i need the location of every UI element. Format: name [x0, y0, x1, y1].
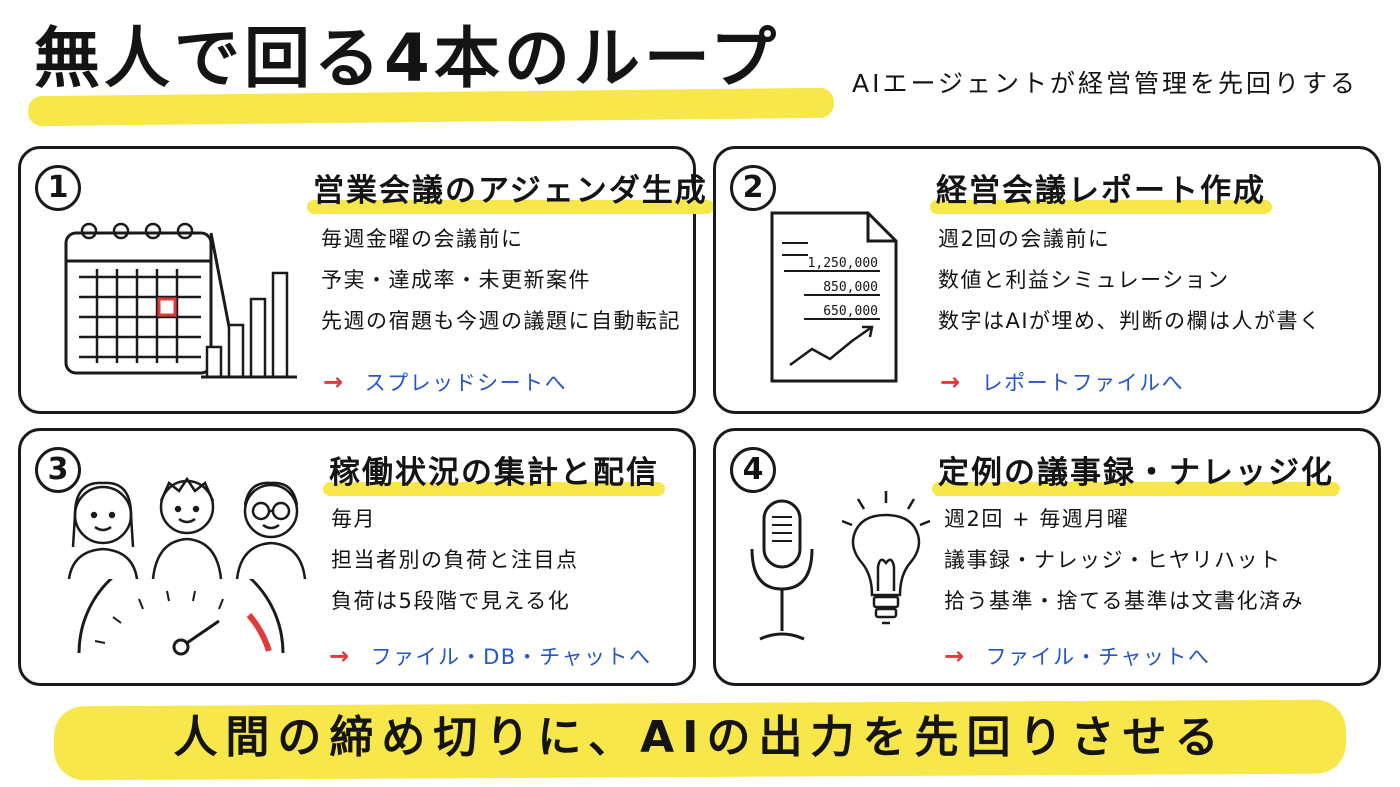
card-line: 先週の宿題も今週の議題に自動転記 — [321, 309, 681, 333]
card-link[interactable]: → ファイル・DB・チャットへ — [329, 641, 651, 671]
card-line: 毎週金曜の会議前に — [321, 227, 524, 251]
report-figure: 850,000 — [823, 280, 878, 295]
card-link-label: ファイル・DB・チャットへ — [370, 645, 652, 669]
card-line: 担当者別の負荷と注目点 — [331, 548, 579, 572]
card-line: 拾う基準・捨てる基準は文書化済み — [944, 589, 1304, 613]
card-lines: 毎月 担当者別の負荷と注目点 負荷は5段階で見える化 — [331, 499, 579, 622]
card-number: 1 — [35, 165, 81, 211]
loop-card-minutes: 4 定例の議事録・ナレッジ化 週2回 + 毎週月曜 議事録・ナレッジ・ヒヤリハッ… — [713, 428, 1381, 686]
loop-card-agenda: 1 営業会議のアジェンダ生成 毎週金曜の会議前に 予実・達成率・未更新案件 先週… — [18, 146, 714, 414]
report-figure: 1,250,000 — [808, 256, 878, 271]
card-link[interactable]: → スプレッドシートへ — [323, 367, 567, 397]
card-title-wrap: 定例の議事録・ナレッジ化 — [932, 447, 1340, 496]
card-title-wrap: 営業会議のアジェンダ生成 — [307, 165, 714, 214]
card-title-highlight — [323, 482, 665, 496]
card-link-label: レポートファイルへ — [981, 371, 1185, 395]
right-arrow-icon: → — [944, 642, 966, 670]
card-line: 週2回の会議前に — [938, 227, 1111, 251]
right-arrow-icon: → — [940, 368, 962, 396]
card-title-wrap: 稼働状況の集計と配信 — [323, 447, 665, 496]
card-lines: 週2回 + 毎週月曜 議事録・ナレッジ・ヒヤリハット 拾う基準・捨てる基準は文書… — [944, 499, 1304, 622]
card-title: 経営会議レポート作成 — [936, 173, 1266, 209]
report-figure: 650,000 — [823, 304, 878, 319]
card-link[interactable]: → ファイル・チャットへ — [944, 641, 1210, 671]
microphone-icon — [750, 499, 814, 641]
card-link[interactable]: → レポートファイルへ — [940, 367, 1184, 397]
people-icon — [67, 476, 307, 580]
card-title-highlight — [307, 200, 714, 214]
bar-chart-icon — [201, 271, 297, 379]
footer-tagline: 人間の締め切りに、AIの出力を先回りさせる — [173, 712, 1227, 763]
card-number: 2 — [730, 165, 776, 211]
gauge-icon — [77, 579, 285, 656]
card-title: 定例の議事録・ナレッジ化 — [938, 455, 1334, 491]
card-lines: 週2回の会議前に 数値と利益シミュレーション 数字はAIが埋め、判断の欄は人が書… — [938, 219, 1322, 342]
card-title-wrap: 経営会議レポート作成 — [930, 165, 1272, 214]
card-line: 毎月 — [331, 507, 376, 531]
right-arrow-icon: → — [329, 642, 351, 670]
card-line: 予実・達成率・未更新案件 — [321, 268, 591, 292]
card-line: 数値と利益シミュレーション — [938, 268, 1230, 292]
card-number: 4 — [730, 447, 776, 493]
lightbulb-icon — [841, 491, 931, 625]
card-number: 3 — [35, 447, 81, 493]
page-title: 無人で回る4本のループ — [34, 20, 780, 97]
card-title: 営業会議のアジェンダ生成 — [313, 173, 708, 209]
calendar-icon — [64, 222, 238, 375]
card-title: 稼働状況の集計と配信 — [329, 455, 659, 491]
card-link-label: ファイル・チャットへ — [985, 645, 1211, 669]
card-title-highlight — [930, 200, 1272, 214]
page-subtitle: AIエージェントが経営管理を先回りする — [852, 69, 1358, 98]
card-line: 週2回 + 毎週月曜 — [944, 507, 1130, 531]
report-document-icon: 1,250,000 850,000 650,000 — [770, 211, 898, 383]
card-lines: 毎週金曜の会議前に 予実・達成率・未更新案件 先週の宿題も今週の議題に自動転記 — [321, 219, 681, 342]
card-line: 負荷は5段階で見える化 — [331, 589, 571, 613]
loop-card-report: 2 経営会議レポート作成 週2回の会議前に 数値と利益シミュレーション 数字はA… — [713, 146, 1381, 414]
card-line: 数字はAIが埋め、判断の欄は人が書く — [938, 309, 1322, 333]
card-title-highlight — [932, 482, 1340, 496]
loop-card-workload: 3 稼働状況の集計と配信 毎月 担当者別の負荷と注目点 負荷は5段階で見える化 … — [18, 428, 696, 686]
card-line: 議事録・ナレッジ・ヒヤリハット — [944, 548, 1282, 572]
card-link-label: スプレッドシートへ — [364, 371, 568, 395]
right-arrow-icon: → — [323, 368, 345, 396]
